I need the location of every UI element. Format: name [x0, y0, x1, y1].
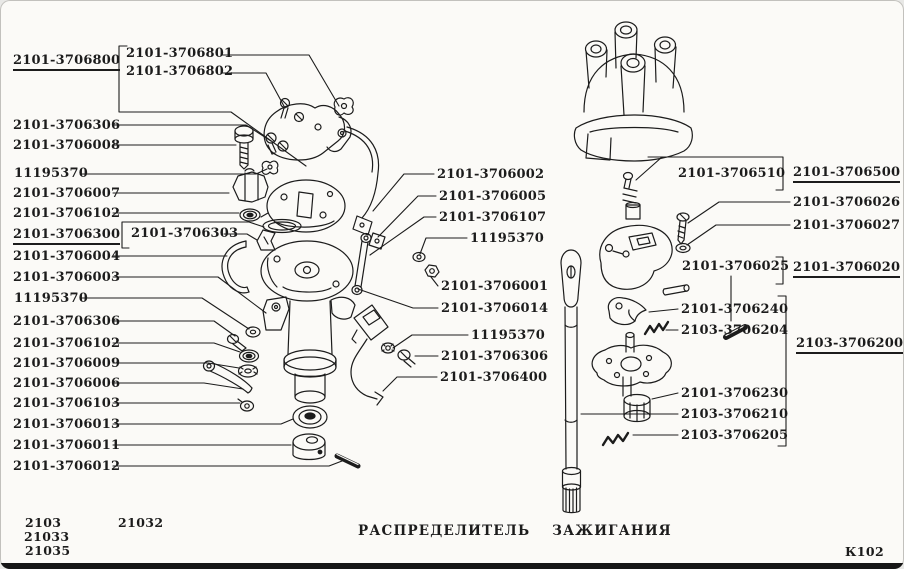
part-number-label: 2101-3706400 [440, 370, 548, 385]
part-number-label: 2101-3706800 [13, 53, 121, 72]
part-number-label: 2103-3706200 [796, 336, 904, 355]
part-number-label: 2101-3706009 [13, 356, 121, 371]
part-number-label: 2101-3706102 [13, 336, 121, 351]
page-code: К102 [845, 544, 885, 559]
model-number: 21033 [24, 529, 70, 544]
rotor-advance-drawing [591, 212, 748, 447]
contact-breaker-drawing [263, 97, 440, 368]
part-number-label: 2103-3706210 [681, 407, 789, 422]
part-number-label: 2101-3706306 [13, 314, 121, 329]
part-number-label: 2101-3706025 [682, 259, 790, 274]
part-number-label: 2101-3706230 [681, 386, 789, 401]
leader-lines [81, 45, 791, 467]
part-number-label: 2101-3706011 [13, 438, 121, 453]
part-number-label: 2101-3706801 [126, 46, 234, 61]
part-number-label: 2101-3706012 [13, 459, 121, 474]
part-number-label: 2101-3706303 [131, 226, 239, 241]
part-number-label: 11195370 [471, 328, 545, 343]
part-number-label: 2101-3706002 [437, 167, 545, 182]
part-number-label: 2101-3706003 [13, 270, 121, 285]
part-number-label: 2103-3706205 [681, 428, 789, 443]
part-number-label: 2101-3706005 [439, 189, 547, 204]
model-number: 2103 [25, 515, 62, 530]
part-number-label: 11195370 [470, 231, 544, 246]
model-number: 21032 [118, 515, 164, 530]
part-number-label: 2101-3706004 [13, 249, 121, 264]
part-number-label: 2101-3706306 [13, 118, 121, 133]
part-number-label: 2101-3706008 [13, 138, 121, 153]
part-number-label: 2101-3706027 [793, 218, 901, 233]
part-number-label: 2101-3706802 [126, 64, 234, 79]
condenser-drawing [350, 304, 389, 406]
page-bottom-edge [0, 563, 904, 569]
part-number-label: 2101-3706006 [13, 376, 121, 391]
part-number-label: 2101-3706014 [441, 301, 549, 316]
part-number-label: 2101-3706001 [441, 279, 549, 294]
cap-screw-spring-drawing [622, 171, 641, 220]
page-title: РАСПРЕДЕЛИТЕЛЬ ЗАЖИГАНИЯ [358, 523, 672, 539]
part-number-label: 11195370 [14, 166, 88, 181]
part-number-label: 2101-3706013 [13, 417, 121, 432]
part-number-label: 11195370 [14, 291, 88, 306]
part-number-label: 2101-3706306 [441, 349, 549, 364]
part-number-label: 2101-3706103 [13, 396, 121, 411]
part-number-label: 2101-3706240 [681, 302, 789, 317]
model-number: 21035 [25, 543, 71, 558]
drive-shaft-drawing [560, 249, 582, 514]
part-number-label: 2101-3706300 [13, 227, 121, 246]
distributor-cap-drawing [573, 21, 693, 162]
part-number-label: 2101-3706026 [793, 195, 901, 210]
distributor-body-drawing [202, 125, 361, 469]
part-number-label: 2101-3706007 [13, 186, 121, 201]
part-number-label: 2101-3706107 [439, 210, 547, 225]
part-number-label: 2101-3706500 [793, 165, 901, 184]
part-number-label: 2101-3706510 [678, 166, 786, 181]
part-number-label: 2101-3706102 [13, 206, 121, 221]
part-number-label: 2103-3706204 [681, 323, 789, 338]
part-number-label: 2101-3706020 [793, 260, 901, 279]
